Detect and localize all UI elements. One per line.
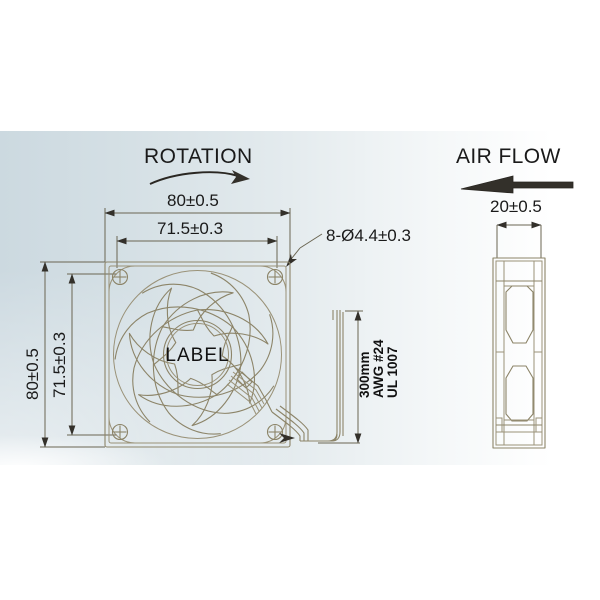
airflow-title: AIR FLOW: [456, 145, 561, 168]
dimension-wire-length: [279, 310, 363, 444]
rotation-arrow-icon: [149, 170, 250, 185]
dimension-height-inner-label: 71.5±0.3: [50, 332, 69, 398]
screw-hole-top-right: [266, 268, 284, 286]
dimension-height-inner: 71.5±0.3: [50, 273, 76, 436]
hole-callout-label: 8-Ø4.4±0.3: [326, 226, 411, 245]
dimension-width-outer: 80±0.5: [104, 191, 291, 217]
fan-front-view: LABEL: [104, 261, 291, 448]
hub-label: LABEL: [165, 345, 229, 366]
fan-wires: [271, 310, 344, 442]
dimension-height-outer-label: 80±0.5: [23, 348, 42, 400]
dimension-thickness-label: 20±0.5: [490, 197, 542, 216]
screw-hole-bottom-left: [111, 423, 129, 441]
wire-spec-line2: AWG #24: [371, 339, 386, 398]
dimension-width-inner: 71.5±0.3: [116, 219, 278, 245]
hole-callout: 8-Ø4.4±0.3: [286, 226, 411, 267]
dimension-thickness: 20±0.5: [490, 197, 542, 258]
rotation-title: ROTATION: [144, 145, 253, 168]
dimension-width-outer-label: 80±0.5: [167, 191, 219, 210]
top-extension-lines: [104, 208, 291, 268]
dimension-height-outer: 80±0.5: [23, 261, 49, 448]
wire-spec-line1: UL 1007: [385, 346, 400, 398]
wire-spec-line3: 300mm: [357, 351, 372, 398]
screw-hole-top-left: [111, 268, 129, 286]
airflow-arrow-icon: [460, 175, 574, 194]
screw-hole-bottom-right: [266, 423, 284, 441]
cable-strut-detail: [226, 367, 273, 415]
wire-spec-block: UL 1007 AWG #24 300mm: [357, 339, 400, 398]
fan-side-view: [492, 257, 546, 449]
dimension-width-inner-label: 71.5±0.3: [157, 219, 223, 238]
